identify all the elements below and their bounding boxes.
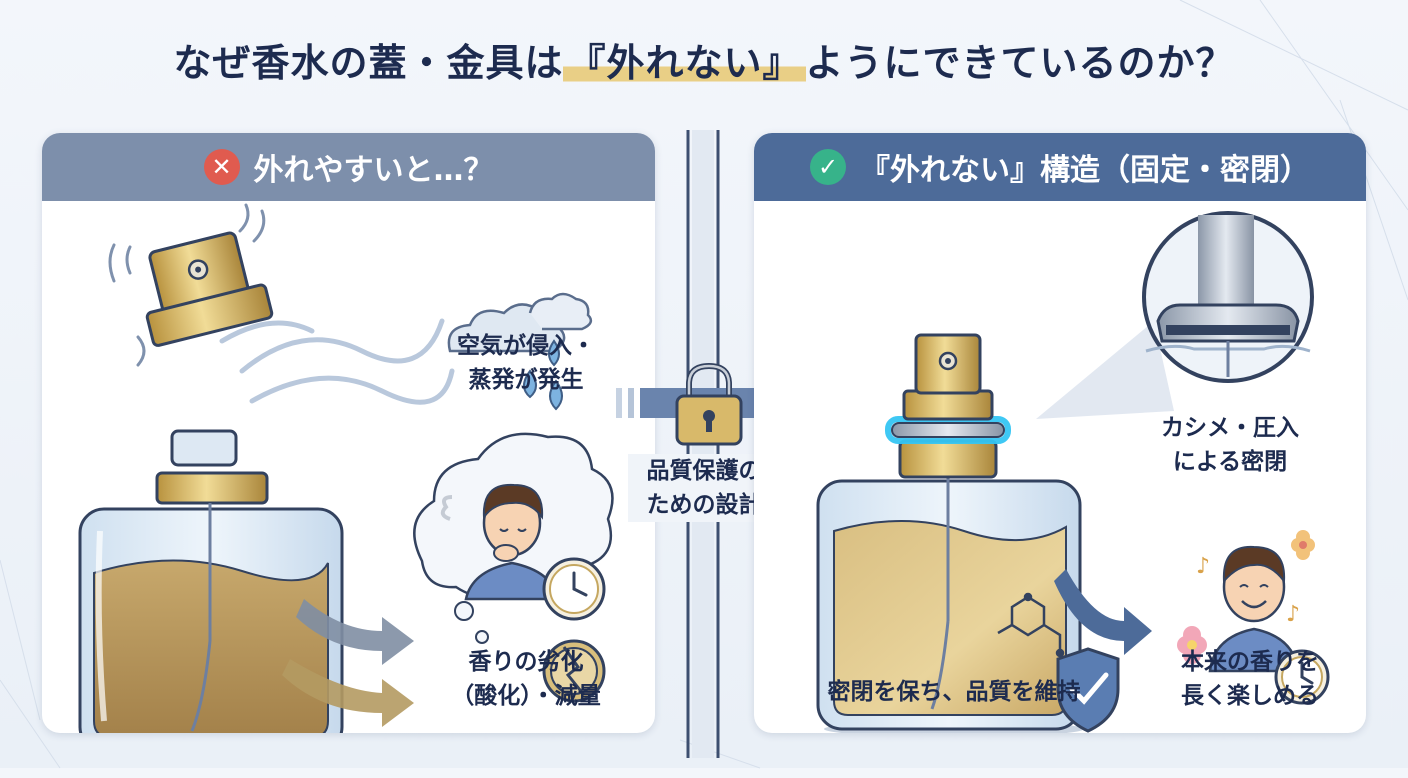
arrow-enjoy-icon xyxy=(1054,569,1152,655)
molecule-icon xyxy=(997,592,1065,658)
degradation-label: 香りの劣化 （酸化）・減量 xyxy=(451,649,601,709)
page-title: なぜ香水の蓋・金具は『外れない』ようにできているのか？ xyxy=(0,32,1408,87)
music-note-icon: ♪ xyxy=(1286,602,1300,627)
sick-person-icon xyxy=(413,432,614,644)
right-illustration: ♪ ♪ xyxy=(816,211,1330,733)
right-panel: ✓ 『外れない』構造（固定・密閉） xyxy=(754,133,1366,733)
right-panel-header: ✓ 『外れない』構造（固定・密閉） xyxy=(754,133,1366,201)
cross-icon: ✕ xyxy=(203,149,240,185)
left-panel-heading: 外れやすいと…？ xyxy=(253,153,494,188)
falling-cap-icon xyxy=(145,231,274,347)
cloud-rain-icon xyxy=(447,292,593,411)
crimp-seal-label: カシメ・圧入 による密閉 xyxy=(1161,415,1299,475)
air-flow-icon xyxy=(219,318,455,405)
shield-check-icon xyxy=(1056,647,1120,733)
motion-lines xyxy=(108,203,266,367)
check-icon: ✓ xyxy=(810,149,846,185)
right-panel-heading: 『外れない』構造（固定・密閉） xyxy=(860,153,1310,188)
flower-icon xyxy=(1177,626,1207,664)
enjoy-fragrance-label: 本来の香りを 長く楽しめる xyxy=(1181,649,1319,709)
padlock-icon xyxy=(675,362,743,446)
crimp-closeup-icon xyxy=(1142,211,1314,383)
left-illustration xyxy=(78,203,614,733)
flower-icon xyxy=(1291,530,1315,560)
left-panel: ✕ 外れやすいと…？ xyxy=(42,133,655,733)
clock-icon xyxy=(1274,649,1330,705)
title-after: ようにできているのか？ xyxy=(805,41,1235,85)
clock-icon xyxy=(542,557,606,621)
broken-clock-icon xyxy=(542,639,606,703)
arrow-degrade-icon xyxy=(282,659,414,727)
air-intrusion-label: 空気が侵入・ 蒸発が発生 xyxy=(457,333,595,393)
title-highlight: 『外れない』 xyxy=(563,41,806,85)
title-before: なぜ香水の蓋・金具は xyxy=(173,41,564,85)
music-note-icon: ♪ xyxy=(1196,554,1210,579)
arrow-air-icon xyxy=(296,599,414,665)
left-panel-header: ✕ 外れやすいと…？ xyxy=(42,133,655,201)
seal-quality-label: 密閉を保ち、品質を維持 xyxy=(827,679,1081,705)
